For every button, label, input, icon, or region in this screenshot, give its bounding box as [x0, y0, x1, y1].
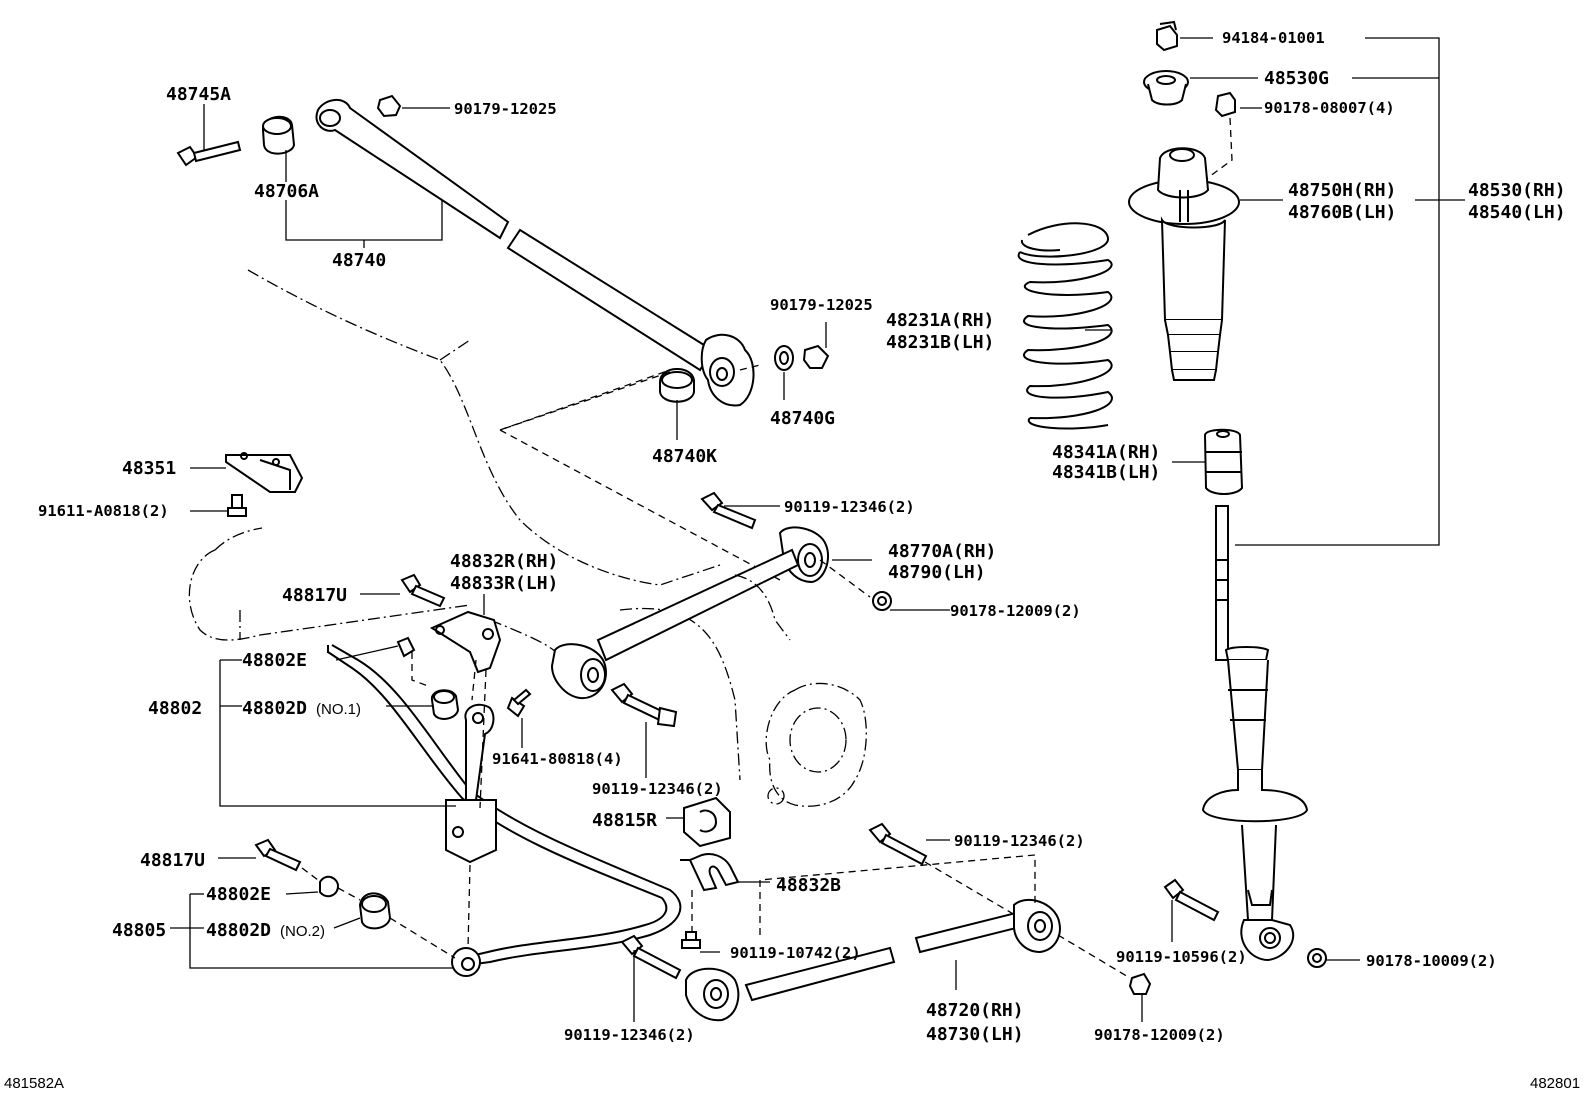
part-number-label: 48351 [122, 458, 176, 479]
part-number-label: 48817U [282, 585, 347, 606]
bracket-icon [225, 452, 304, 517]
part-number-label: 48540(LH) [1468, 202, 1566, 223]
part-number-label: 91641-80818(4) [492, 750, 623, 768]
part-number-label: 90178-08007(4) [1264, 99, 1395, 117]
lateral-rod-icon [550, 491, 892, 728]
part-number-label: 48790(LH) [888, 562, 986, 583]
nut-icon [1307, 948, 1327, 968]
shock-mount-support-icon [1128, 147, 1240, 381]
part-number-label: 48530G [1264, 68, 1329, 89]
part-number-label: 48740K [652, 446, 717, 467]
part-number-label: 48720(RH) [926, 1000, 1024, 1021]
part-number-label: 90179-12025 [454, 100, 557, 118]
coil-spring-icon [1017, 222, 1113, 430]
part-number-label: 90119-10742(2) [730, 944, 861, 962]
part-number-label: 48832R(RH) [450, 551, 558, 572]
part-number-label: 48802 [148, 698, 202, 719]
stabilizer-bushing-icon [680, 796, 740, 949]
assembly-dashed-lines [301, 364, 1131, 979]
part-number-label: 48740G [770, 408, 835, 429]
stabilizer-bar-icon [327, 644, 682, 977]
stabilizer-link-icon [396, 573, 532, 864]
bump-stopper-icon [1203, 428, 1244, 495]
nut-icon [1214, 91, 1236, 118]
part-number-label: 48802D [206, 920, 271, 941]
body-outline [188, 269, 781, 781]
nut-icon [1156, 20, 1178, 52]
part-number-label: 48815R [592, 810, 657, 831]
part-number-label: 48750H(RH) [1288, 180, 1396, 201]
shock-absorber-assembly [1128, 20, 1327, 968]
part-number-label: (NO.1) [316, 701, 361, 718]
diagram-code-left: 481582A [4, 1075, 64, 1092]
part-number-label: 48832B [776, 875, 841, 896]
part-number-label: 48730(LH) [926, 1024, 1024, 1045]
part-number-label: 48802E [242, 650, 307, 671]
part-number-label: 48231A(RH) [886, 310, 994, 331]
shock-absorber-icon [1201, 505, 1309, 962]
part-number-label: 48231B(LH) [886, 332, 994, 353]
part-number-label: 48341B(LH) [1052, 462, 1160, 483]
part-number-label: 48817U [140, 850, 205, 871]
axle-carrier-outline [734, 574, 867, 807]
part-number-label: 48341A(RH) [1052, 442, 1160, 463]
lower-control-arm-icon [620, 822, 1152, 1022]
part-number-label: 48706A [254, 181, 319, 202]
upper-control-arm-icon [176, 94, 830, 407]
stabilizer-mount-parts [254, 838, 392, 930]
part-number-label: 90179-12025 [770, 296, 873, 314]
part-number-label: 48530(RH) [1468, 180, 1566, 201]
part-number-label: 90178-12009(2) [1094, 1026, 1225, 1044]
part-number-label: 48770A(RH) [888, 541, 996, 562]
part-number-label: 48833R(LH) [450, 573, 558, 594]
part-number-label: 48805 [112, 920, 166, 941]
part-number-label: 48760B(LH) [1288, 202, 1396, 223]
part-number-label: 90119-12346(2) [564, 1026, 695, 1044]
part-number-label: 90119-12346(2) [954, 832, 1085, 850]
part-number-label: 48802E [206, 884, 271, 905]
part-number-label: 90119-12346(2) [784, 498, 915, 516]
leader-lines [170, 37, 1465, 1022]
part-number-label: (NO.2) [280, 923, 325, 940]
part-number-label: 48802D [242, 698, 307, 719]
part-number-label: 91611-A0818(2) [38, 502, 169, 520]
part-number-label: 94184-01001 [1222, 29, 1325, 47]
part-number-label: 48745A [166, 84, 231, 105]
part-labels: 94184-01001 48530G 90178-08007(4) 48750H… [4, 29, 1580, 1092]
part-number-label: 48740 [332, 250, 386, 271]
part-number-label: 90119-12346(2) [592, 780, 723, 798]
diagram-code-right: 482801 [1530, 1075, 1580, 1092]
part-number-label: 90119-10596(2) [1116, 948, 1247, 966]
bolt-icon [1163, 878, 1220, 922]
part-number-label: 90178-12009(2) [950, 602, 1081, 620]
cushion-icon [1143, 70, 1189, 106]
part-number-label: 90178-10009(2) [1366, 952, 1497, 970]
